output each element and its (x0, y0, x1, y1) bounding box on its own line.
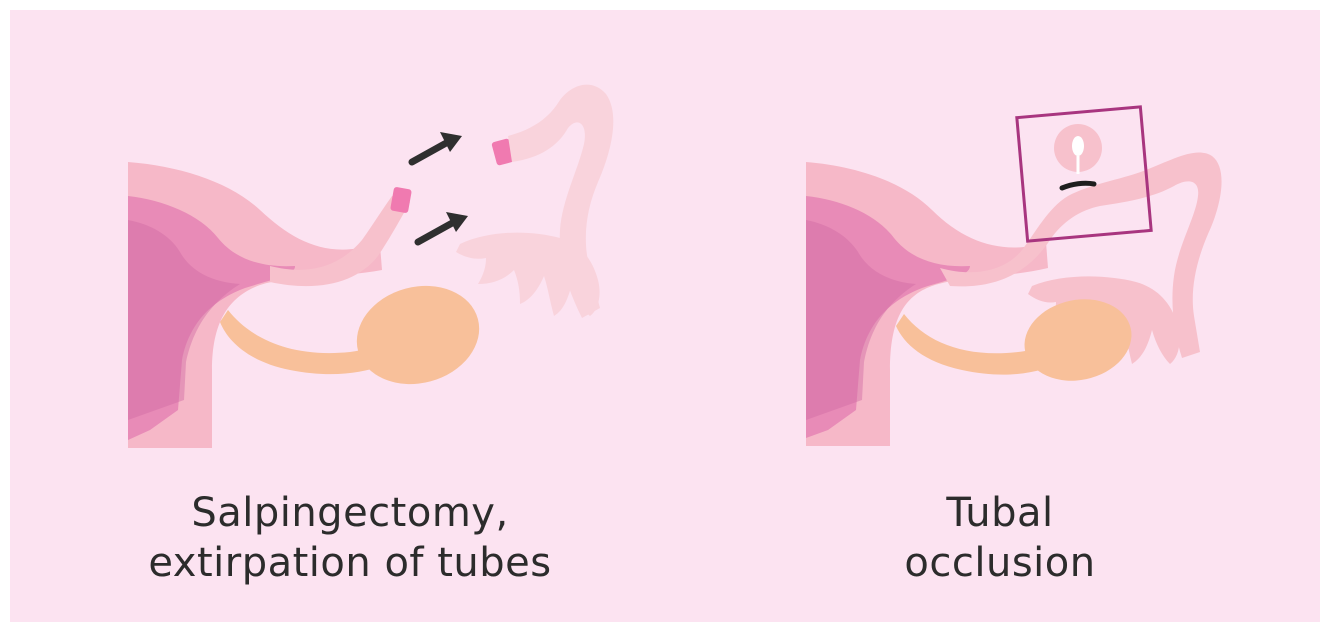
tubal-occlusion-caption: Tubal occlusion (810, 488, 1190, 588)
cut-end-lower (390, 187, 412, 214)
ovary (346, 273, 491, 398)
illustration-panel: Salpingectomy, extirpation of tubes Tuba… (10, 10, 1320, 622)
arrow-lower (418, 222, 454, 242)
caption-line: occlusion (810, 538, 1190, 588)
tube-lumen (1072, 136, 1084, 156)
arrow-upper (412, 142, 448, 162)
caption-line: Salpingectomy, (90, 488, 610, 538)
tubal-occlusion-illustration (800, 90, 1240, 450)
caption-line: Tubal (810, 488, 1190, 538)
salpingectomy-illustration (120, 70, 640, 450)
salpingectomy-caption: Salpingectomy, extirpation of tubes (90, 488, 610, 588)
caption-line: extirpation of tubes (90, 538, 610, 588)
